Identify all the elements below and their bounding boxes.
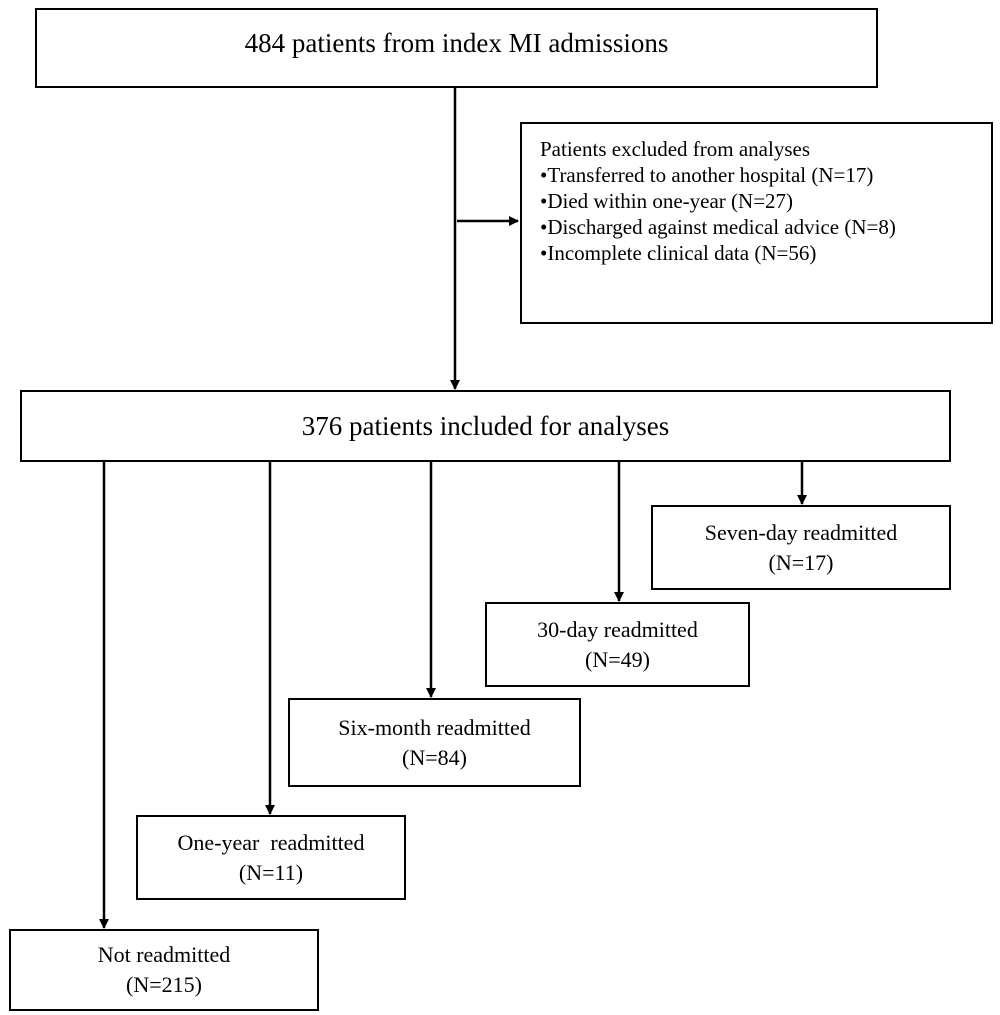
index-admissions-label: 484 patients from index MI admissions <box>244 28 669 58</box>
excluded-item: •Died within one-year (N=27) <box>540 189 794 213</box>
six-month-count: (N=84) <box>402 744 467 770</box>
not-readmitted-box: Not readmitted (N=215) <box>9 929 319 1011</box>
seven-day-label: Seven-day readmitted <box>704 519 898 545</box>
index-admissions-box: 484 patients from index MI admissions <box>35 8 878 88</box>
not-readmitted-label: Not readmitted <box>97 942 231 967</box>
six-month-label: Six-month readmitted <box>338 714 531 740</box>
excluded-item: •Transferred to another hospital (N=17) <box>540 163 874 187</box>
seven-day-count: (N=17) <box>768 549 834 575</box>
excluded-item: •Discharged against medical advice (N=8) <box>540 215 896 239</box>
excluded-box: Patients excluded from analyses •Transfe… <box>520 122 993 324</box>
thirty-day-box: 30-day readmitted (N=49) <box>485 602 750 687</box>
one-year-count: (N=11) <box>238 859 304 885</box>
included-box: 376 patients included for analyses <box>20 390 951 462</box>
one-year-box: One-year readmitted (N=11) <box>136 815 406 900</box>
included-label: 376 patients included for analyses <box>301 410 670 441</box>
excluded-title: Patients excluded from analyses <box>540 137 811 161</box>
thirty-day-count: (N=49) <box>585 646 650 672</box>
one-year-label: One-year readmitted <box>177 829 365 855</box>
thirty-day-label: 30-day readmitted <box>537 616 698 642</box>
seven-day-box: Seven-day readmitted (N=17) <box>651 505 951 590</box>
excluded-item: •Incomplete clinical data (N=56) <box>540 241 817 265</box>
six-month-box: Six-month readmitted (N=84) <box>288 698 581 787</box>
not-readmitted-count: (N=215) <box>126 972 202 997</box>
